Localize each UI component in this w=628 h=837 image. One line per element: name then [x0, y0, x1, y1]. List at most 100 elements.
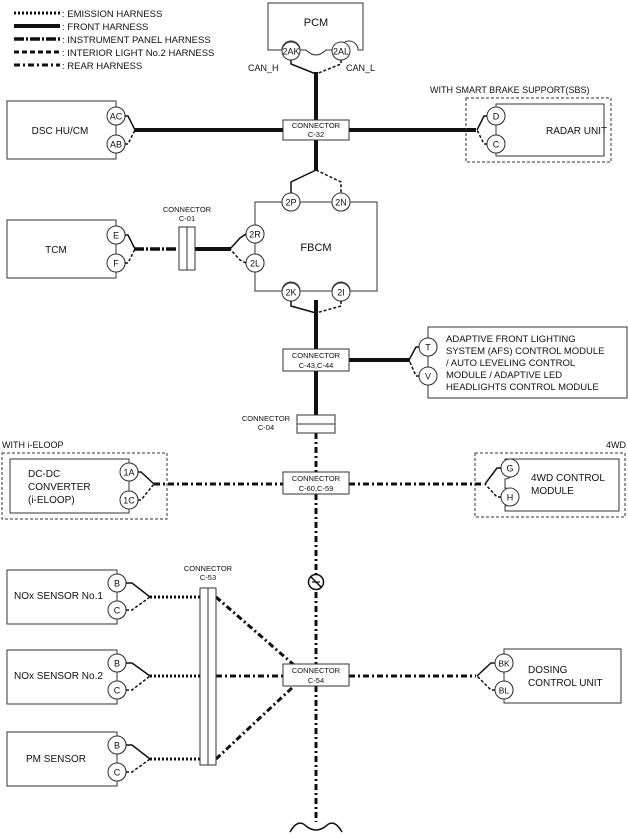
sbs-group-label: WITH SMART BRAKE SUPPORT(SBS): [430, 85, 590, 95]
afs-label-line5: HEADLIGHTS CONTROL MODULE: [446, 382, 599, 393]
connector-c04-title: CONNECTOR: [242, 414, 291, 423]
connector-c54-id: C-54: [308, 676, 324, 685]
radar-wire-b: [476, 129, 487, 145]
dosing-wire-b: [476, 675, 495, 691]
pcm-can-l-wire: [315, 60, 342, 75]
connector-c60: CONNECTOR C-60,C-59: [282, 471, 350, 495]
fbcm-pin-2r-label: 2R: [249, 230, 261, 240]
pcm-pin-2al-label: 2AL: [333, 47, 349, 57]
legend-rear-label: : REAR HARNESS: [62, 61, 142, 72]
wire-c53-c54-nox1: [215, 595, 295, 667]
fbcm-label: FBCM: [300, 242, 331, 254]
dcdc-pin-1a-label: 1A: [123, 468, 134, 478]
pm-pin-b-label: B: [114, 741, 120, 751]
tcm-wire-a: [125, 234, 136, 250]
fwd-label-line1: 4WD CONTROL: [531, 473, 605, 484]
connector-c43-box: [282, 348, 350, 372]
pcm-can-h-wire: [290, 60, 317, 75]
nox1-wire-b: [126, 596, 151, 611]
connector-c54-title: CONNECTOR: [292, 666, 341, 675]
connector-c54-box: [282, 663, 350, 687]
connector-c04-id: C-04: [258, 423, 274, 432]
connector-c60-id: C-60,C-59: [299, 484, 334, 493]
connector-c60-title: CONNECTOR: [292, 474, 341, 483]
legend-front-label: : FRONT HARNESS: [62, 22, 148, 33]
tcm-pin-e-label: E: [113, 231, 119, 241]
pm-sensor: PM SENSOR B C: [6, 731, 151, 787]
nox1-pin-c-label: C: [114, 606, 121, 616]
fbcm-pin-2l-label: 2L: [250, 259, 260, 269]
dcdc-label-line1: DC-DC: [28, 469, 60, 480]
afs-pin-v-label: V: [425, 372, 431, 382]
dcdc-wire-a: [138, 471, 155, 485]
nox1-wire-a: [126, 582, 151, 598]
connector-c43: CONNECTOR C-43,C-44: [282, 348, 350, 372]
fbcm-wire-2n: [315, 169, 342, 193]
nox2-pin-b-label: B: [114, 659, 120, 669]
emission-wiring: [150, 595, 296, 761]
connector-c32-title: CONNECTOR: [292, 121, 341, 130]
legend-instrument-label: : INSTRUMENT PANEL HARNESS: [62, 35, 211, 46]
wire-c53-c54-pm: [214, 684, 296, 761]
fbcm-pin-2i-label: 2I: [337, 288, 345, 298]
connector-c54: CONNECTOR C-54: [282, 663, 350, 687]
radar-wire-a: [476, 115, 487, 131]
connector-c32: CONNECTOR C-32: [282, 119, 350, 141]
fbcm-wire-2r: [229, 233, 247, 250]
wd-group-label: 4WD: [606, 440, 627, 450]
connector-c53: CONNECTOR C-53: [184, 564, 233, 766]
connector-c43-id: C-43,C-44: [299, 361, 334, 370]
dsc-label: DSC HU/CM: [32, 126, 89, 137]
tcm-label: TCM: [45, 245, 67, 256]
connector-c01-id: C-01: [179, 214, 195, 223]
wire-break-icon: [289, 822, 343, 833]
tcm-wire-b: [125, 248, 136, 264]
nox1-label: NOx SENSOR No.1: [14, 591, 103, 602]
dosing-pin-bk-label: BK: [498, 659, 510, 669]
radar-label: RADAR UNIT: [546, 126, 607, 137]
pcm-label: PCM: [304, 17, 328, 29]
fbcm-pin-2k-label: 2K: [285, 288, 296, 298]
tcm-module: TCM E F: [6, 219, 136, 279]
nox2-pin-c-label: C: [114, 686, 121, 696]
fbcm-wire-2p: [290, 169, 317, 193]
connector-c60-box: [282, 471, 350, 495]
legend: : EMISSION HARNESS : FRONT HARNESS : INS…: [14, 9, 214, 72]
fbcm-wire-2i: [315, 301, 342, 314]
dosing-pin-bl-label: BL: [499, 686, 510, 696]
dsc-module: DSC HU/CM AC AB: [6, 100, 136, 160]
dcdc-wire-b: [138, 483, 155, 501]
nox2-wire-a: [126, 662, 151, 677]
ground-terminator-icon: [307, 573, 325, 591]
nox1-pin-b-label: B: [114, 579, 120, 589]
legend-emission-label: : EMISSION HARNESS: [62, 9, 162, 20]
connector-c43-title: CONNECTOR: [292, 351, 341, 360]
dcdc-pin-1c-label: 1C: [123, 496, 135, 506]
pcm-can-l-label: CAN_L: [346, 63, 375, 73]
nox2-sensor: NOx SENSOR No.2 B C: [6, 649, 151, 705]
afs-label-line3: / AUTO LEVELING CONTROL: [446, 358, 575, 369]
fbcm-wire-2l: [229, 248, 247, 264]
connector-c01: CONNECTOR C-01: [163, 205, 212, 271]
pcm-module: PCM 2AK 2AL CAN_H CAN_L: [248, 2, 375, 75]
afs-label-line1: ADAPTIVE FRONT LIGHTING: [446, 334, 576, 345]
dosing-label-line1: DOSING: [528, 665, 568, 676]
fbcm-module: FBCM 2P 2N 2R 2L 2K 2I: [229, 169, 378, 314]
pm-wire-b: [126, 758, 151, 773]
connector-c04: CONNECTOR C-04: [242, 414, 336, 434]
afs-wire-b: [408, 359, 419, 377]
nox2-label: NOx SENSOR No.2: [14, 671, 103, 682]
connector-c01-title: CONNECTOR: [163, 205, 212, 214]
pm-pin-c-label: C: [114, 768, 121, 778]
afs-wire-a: [408, 346, 419, 361]
fwd-box: [504, 458, 620, 512]
dsc-wire-b: [125, 129, 136, 145]
fwd-group: 4WD 4WD CONTROL MODULE G H: [474, 440, 627, 518]
dosing-label-line2: CONTROL UNIT: [528, 678, 603, 689]
afs-label-line4: MODULE / ADAPTIVE LED: [446, 370, 562, 381]
dsc-pin-ac-label: AC: [110, 112, 123, 122]
sbs-group-border: [465, 97, 612, 163]
connector-c32-id: C-32: [308, 130, 324, 139]
afs-label-line2: SYSTEM (AFS) CONTROL MODULE: [446, 346, 605, 357]
